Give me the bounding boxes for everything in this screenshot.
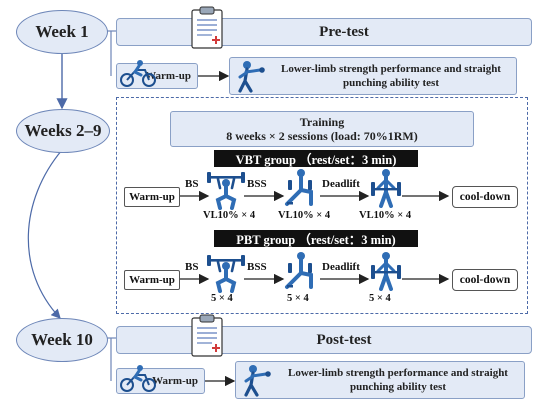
week-10-label: Week 10 <box>31 330 93 349</box>
training-title: Training <box>299 115 345 129</box>
pbt-load-bss: 5 × 4 <box>287 293 309 304</box>
vbt-bss-label: BSS <box>247 178 267 190</box>
lunge-icon <box>285 252 313 289</box>
vbt-header: VBT group （rest/set：3 min) <box>214 150 418 167</box>
pbt-load-bs: 5 × 4 <box>211 293 233 304</box>
pbt-deadlift-label: Deadlift <box>322 261 360 273</box>
pbt-cooldown-box: cool-down <box>452 269 518 291</box>
lunge-icon <box>285 169 313 206</box>
pbt-bss-label: BSS <box>247 261 267 273</box>
vbt-deadlift-label: Deadlift <box>322 178 360 190</box>
week10-warmup-label: Warm-up <box>152 375 198 387</box>
posttest-bar: Post-test <box>116 326 532 354</box>
week10-test-box: Lower-limb strength performance and stra… <box>235 361 525 399</box>
posttest-label: Post-test <box>316 331 372 348</box>
deadlift-icon <box>371 252 401 291</box>
pbt-warmup-box: Warm-up <box>124 270 180 290</box>
clipboard-icon <box>191 6 223 49</box>
training-box: Training 8 weeks × 2 sessions (load: 70%… <box>170 111 474 147</box>
vbt-warmup-box: Warm-up <box>124 187 180 207</box>
vbt-load-bss: VL10% × 4 <box>278 210 331 221</box>
week1-test-label: Lower-limb strength performance and stra… <box>281 63 501 89</box>
pretest-label: Pre-test <box>319 23 369 40</box>
vbt-load-bs: VL10% × 4 <box>203 210 256 221</box>
cycling-icon <box>120 60 156 87</box>
pbt-load-deadlift: 5 × 4 <box>369 293 391 304</box>
training-detail: 8 weeks × 2 sessions (load: 70%1RM) <box>226 129 418 143</box>
boxer-icon <box>244 365 271 397</box>
week-1-label: Week 1 <box>35 22 89 41</box>
clipboard-icon <box>191 314 223 357</box>
pbt-header: PBT group （rest/set：3 min) <box>214 230 418 247</box>
week-10-bubble: Week 10 <box>16 318 108 362</box>
training-frame <box>116 97 528 314</box>
weeks-2-9-label: Weeks 2–9 <box>24 121 102 140</box>
squat-icon <box>207 255 245 293</box>
cycling-icon <box>120 365 156 392</box>
weeks-2-9-bubble: Weeks 2–9 <box>16 109 110 153</box>
deadlift-icon <box>371 169 401 208</box>
week1-test-box: Lower-limb strength performance and stra… <box>229 57 517 95</box>
pbt-bs-label: BS <box>185 261 199 273</box>
vbt-bs-label: BS <box>185 178 199 190</box>
week10-test-label: Lower-limb strength performance and stra… <box>288 367 508 393</box>
squat-icon <box>207 172 245 210</box>
vbt-cooldown-box: cool-down <box>452 186 518 208</box>
boxer-icon <box>238 61 265 93</box>
vbt-load-deadlift: VL10% × 4 <box>359 210 412 221</box>
week1-warmup-label: Warm-up <box>145 70 191 82</box>
pretest-bar: Pre-test <box>116 18 532 46</box>
week-1-bubble: Week 1 <box>16 10 108 54</box>
